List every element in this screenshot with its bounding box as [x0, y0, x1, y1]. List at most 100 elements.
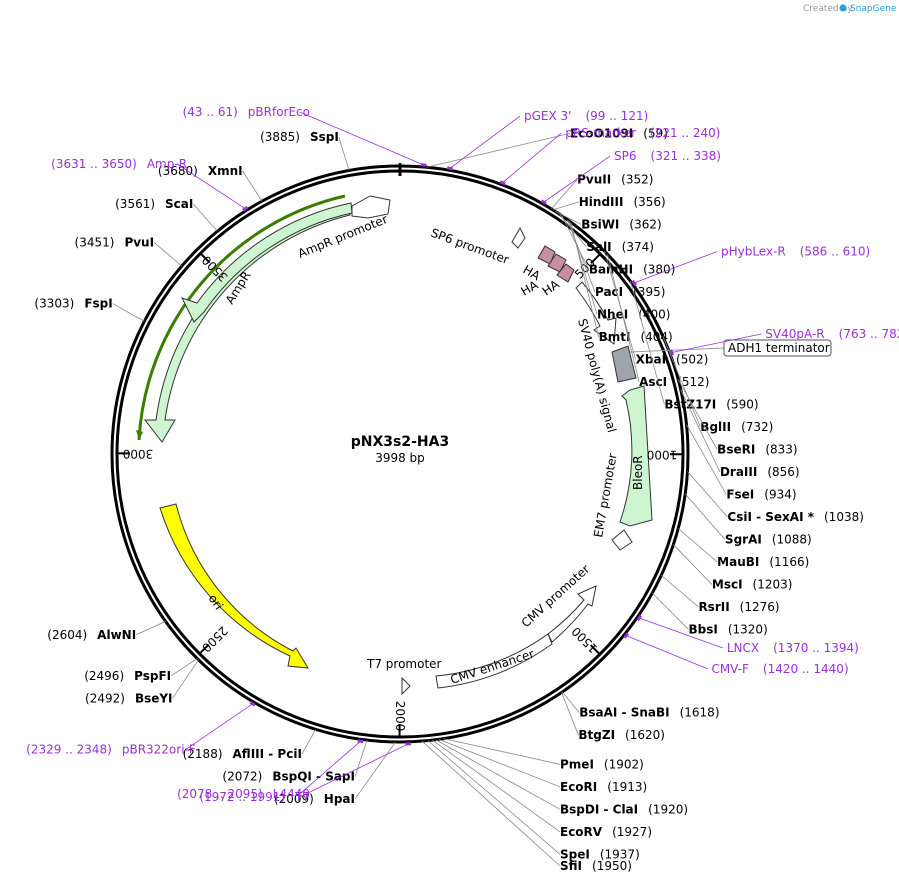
site-leader — [153, 242, 183, 267]
primer-label[interactable]: (2078 .. 2095)L4440 — [177, 787, 310, 801]
site-enzyme: PspFI — [134, 669, 171, 683]
site-label[interactable]: CsiI - SexAI *(1038) — [727, 510, 864, 524]
primer-mark[interactable] — [669, 349, 675, 356]
site-label[interactable]: (2492)BseYI — [85, 691, 173, 705]
site-leader — [421, 740, 561, 867]
site-label[interactable]: (3561)ScaI — [115, 197, 193, 211]
site-leader — [426, 132, 571, 168]
primer-mark[interactable] — [499, 180, 506, 186]
site-label[interactable]: BtgZI(1620) — [578, 728, 665, 742]
primer-label[interactable]: CMV-F(1420 .. 1440) — [711, 662, 848, 676]
sv40-arrow[interactable] — [575, 281, 617, 345]
primer-mark[interactable] — [636, 614, 642, 622]
site-label[interactable]: XbaI(502) — [636, 352, 709, 366]
site-leader — [354, 739, 368, 777]
primer-leader — [299, 743, 409, 798]
primer-name: pRS-marker — [565, 126, 636, 140]
site-leader — [680, 389, 721, 473]
site-enzyme: SgrAI — [725, 532, 762, 546]
primer-label[interactable]: (3631 .. 3650)Amp-R — [51, 157, 187, 171]
bleor-label: BleoR — [631, 455, 645, 490]
site-position: (1920) — [648, 802, 688, 816]
primer-mark[interactable] — [540, 199, 547, 205]
site-position: (2496) — [84, 669, 124, 683]
site-label[interactable]: MscI(1203) — [712, 577, 793, 591]
primer-mark[interactable] — [623, 632, 629, 639]
site-enzyme: BmtI — [599, 330, 631, 344]
site-label[interactable]: SgrAI(1088) — [725, 532, 812, 546]
t7-promoter-arrow[interactable] — [401, 676, 411, 696]
ampr-promoter-arrow[interactable] — [351, 195, 391, 219]
cmv-enhancer-arrow[interactable] — [435, 633, 553, 689]
site-label[interactable]: PmeI(1902) — [560, 757, 644, 771]
site-label[interactable]: BseRI(833) — [717, 442, 797, 456]
site-position: (732) — [741, 420, 773, 434]
site-label[interactable]: DraIII(856) — [720, 465, 800, 479]
primer-label[interactable]: pGEX 3'(99 .. 121) — [524, 109, 648, 123]
primer-label[interactable]: pRS-marker(221 .. 240) — [565, 126, 720, 140]
site-label[interactable]: PvuII(352) — [577, 172, 653, 186]
site-label[interactable]: BsiWI(362) — [581, 217, 661, 231]
primer-label[interactable]: (1972 .. 1991)T7 — [199, 790, 310, 804]
primer-mark[interactable] — [446, 166, 453, 171]
site-label[interactable]: MauBI(1166) — [717, 555, 809, 569]
site-label[interactable]: BglII(732) — [700, 420, 773, 434]
site-label[interactable]: SalI(374) — [586, 240, 654, 254]
ha-tag-1[interactable] — [537, 245, 556, 265]
site-leader — [112, 303, 145, 322]
primer-mark[interactable] — [631, 279, 637, 287]
site-label[interactable]: (2604)AlwNI — [47, 628, 136, 642]
site-label[interactable]: (3680)XmnI — [158, 164, 243, 178]
primer-label[interactable]: LNCX(1370 .. 1394) — [727, 641, 859, 655]
primer-range: (99 .. 121) — [585, 109, 648, 123]
primer-label[interactable]: (43 .. 61)pBRforEco — [183, 105, 310, 119]
site-label[interactable]: HindIII(356) — [579, 195, 666, 209]
ori-arrow[interactable] — [159, 503, 309, 669]
site-label[interactable]: AscI(512) — [639, 375, 709, 389]
site-label[interactable]: RsrII(1276) — [698, 600, 779, 614]
site-label[interactable]: BamHI(380) — [589, 262, 676, 276]
site-position: (356) — [633, 195, 665, 209]
primer-label[interactable]: SV40pA-R(763 .. 782) — [765, 327, 899, 341]
primer-label[interactable]: SP6(321 .. 338) — [614, 149, 721, 163]
site-label[interactable]: (2188)AflIII - PciI — [183, 747, 302, 761]
ha-tag-2[interactable] — [547, 253, 567, 273]
site-label[interactable]: EcoRI(1913) — [560, 780, 647, 794]
primer-label[interactable]: pHybLex-R(586 .. 610) — [721, 245, 870, 259]
site-label[interactable]: (2009)HpaI — [274, 792, 355, 806]
site-label[interactable]: BstZ17I(590) — [664, 397, 758, 411]
site-label[interactable]: SpeI(1937) — [560, 847, 640, 861]
sp6-promoter-arrow[interactable] — [511, 226, 526, 249]
site-label[interactable]: NheI(400) — [597, 307, 670, 321]
site-leader — [651, 592, 689, 630]
site-position: (1902) — [604, 757, 644, 771]
primer-mark[interactable] — [357, 739, 364, 744]
bleor-arrow[interactable] — [619, 385, 653, 527]
site-label[interactable]: (3451)PvuI — [75, 235, 155, 249]
site-label[interactable]: BsaAI - SnaBI(1618) — [579, 706, 719, 720]
site-position: (1320) — [728, 622, 768, 636]
site-label[interactable]: SfiI(1950) — [560, 859, 632, 873]
site-label[interactable]: BbsI(1320) — [689, 622, 768, 636]
site-label[interactable]: EcoO109I(59) — [570, 126, 668, 140]
ha-tag-3[interactable] — [556, 263, 575, 283]
adh1-terminator-block[interactable] — [611, 345, 637, 383]
site-label[interactable]: FseI(934) — [726, 487, 796, 501]
site-label[interactable]: EcoRV(1927) — [560, 825, 652, 839]
site-label[interactable]: (2072)BspQI - SapI — [222, 770, 355, 784]
site-label[interactable]: BspDI - ClaI(1920) — [560, 802, 688, 816]
site-position: (502) — [676, 352, 708, 366]
site-label[interactable]: (3885)SspI — [260, 130, 339, 144]
sp6-promoter-label: SP6 promoter — [429, 226, 511, 267]
cmv-promoter-arrow[interactable] — [547, 585, 597, 643]
primer-mark[interactable] — [249, 701, 256, 707]
site-label[interactable]: (2496) PspFI — [84, 669, 171, 683]
primer-mark[interactable] — [242, 205, 249, 212]
primer-label[interactable]: (2329 .. 2348)pBR322ori-F — [26, 742, 196, 756]
adh1-label: ADH1 terminator — [728, 341, 830, 355]
em7-promoter-arrow[interactable] — [611, 529, 633, 551]
ampr-arrow-body — [181, 202, 353, 323]
site-label[interactable]: BmtI(404) — [599, 330, 673, 344]
site-label[interactable]: (3303)FspI — [34, 297, 112, 311]
site-enzyme: BseRI — [717, 442, 755, 456]
